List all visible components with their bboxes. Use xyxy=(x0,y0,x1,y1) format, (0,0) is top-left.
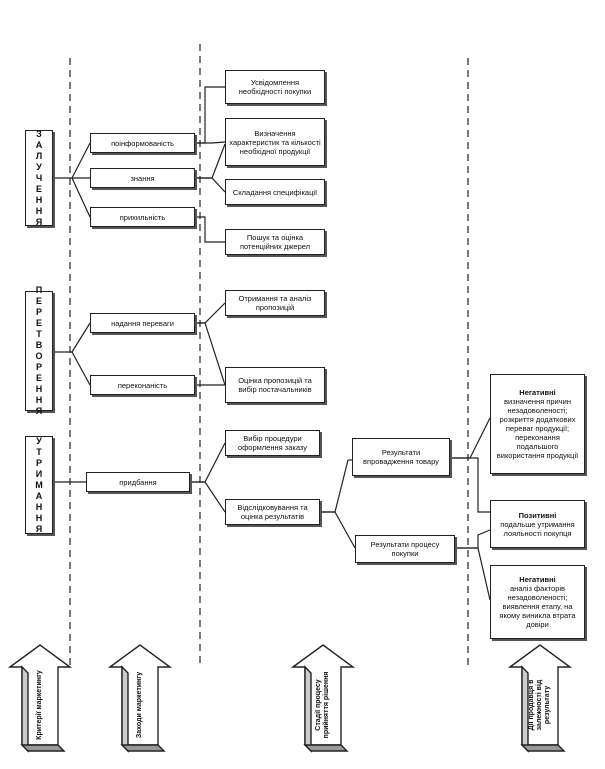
criterion-knowledge-label: знання xyxy=(130,173,155,183)
criterion-liking: прихильність xyxy=(90,207,195,227)
criterion-preference: надання переваги xyxy=(90,313,195,333)
result-process-label: Результати процесу покупки xyxy=(370,540,440,558)
outcome-negative-process: Негативні аналіз факторів незадоволеност… xyxy=(490,565,585,639)
stage-retention: УТРИМАННЯ xyxy=(25,436,53,534)
step-procedure: Вибір процедури оформлення заказу xyxy=(225,430,320,456)
criterion-purchase: придбання xyxy=(86,472,190,492)
step-specification: Складання специфікації xyxy=(225,179,325,205)
result-process: Результати процесу покупки xyxy=(355,535,455,563)
arrow-label-seller-actions: Дії продавця в залежності від результату xyxy=(523,667,557,743)
arrow-label-decision-stages: Стадії процесу прийняття рішення xyxy=(306,667,340,743)
step-evaluation: Оцінка пропозицій та вибір постачальникі… xyxy=(225,367,325,403)
step-search: Пошук та оцінка потенційних джерел xyxy=(225,229,325,255)
step-tracking-label: Відслідковування та оцінка результатів xyxy=(237,503,308,521)
step-tracking: Відслідковування та оцінка результатів xyxy=(225,499,320,525)
step-need: Усвідомлення необхідності покупки xyxy=(225,70,325,104)
outcome-negative-process-text: аналіз факторів незадоволеності; виявлен… xyxy=(499,584,576,629)
outcome-negative-product: Негативні визначення причин незадоволено… xyxy=(490,374,585,474)
stage-transformation: ПЕРЕТВОРЕННЯ xyxy=(25,285,53,416)
step-proposals: Отримання та аналіз пропозицій xyxy=(225,290,325,316)
outcome-positive: Позитивні подальше утримання лояльності … xyxy=(490,500,585,548)
arrow-label-measures-text: Заходи маркетингу xyxy=(135,671,143,739)
step-specification-label: Складання специфікації xyxy=(232,187,318,197)
criterion-awareness: поінформованість xyxy=(90,133,195,153)
arrow-label-criteria: Критерії маркетингу xyxy=(23,667,57,743)
arrow-label-decision-stages-text: Стадії процесу прийняття рішення xyxy=(314,671,330,739)
criterion-preference-label: надання переваги xyxy=(111,318,174,328)
step-evaluation-label: Оцінка пропозицій та вибір постачальникі… xyxy=(238,376,312,394)
arrow-label-seller-actions-text: Дії продавця в залежності від результату xyxy=(527,679,552,731)
criterion-knowledge: знання xyxy=(90,168,195,188)
criterion-conviction-label: переконаність xyxy=(117,380,168,390)
criterion-awareness-label: поінформованість xyxy=(111,138,174,148)
result-product: Результати впровадження товару xyxy=(352,438,450,476)
step-procedure-label: Вибір процедури оформлення заказу xyxy=(237,434,308,452)
step-need-label: Усвідомлення необхідності покупки xyxy=(238,78,312,96)
result-product-label: Результати впровадження товару xyxy=(363,448,439,466)
outcome-negative-process-title: Негативні xyxy=(519,575,556,584)
arrow-label-measures: Заходи маркетингу xyxy=(123,667,157,743)
outcome-positive-text: подальше утримання лояльності покупця xyxy=(500,519,575,538)
arrow-label-criteria-text: Критерії маркетингу xyxy=(35,670,43,740)
outcome-negative-product-text: визначення причин незадоволеності; розкр… xyxy=(496,397,579,460)
stage-transformation-label: ПЕРЕТВОРЕННЯ xyxy=(35,285,43,416)
outcome-negative-product-title: Негативні xyxy=(519,388,556,397)
step-search-label: Пошук та оцінка потенційних джерел xyxy=(239,233,311,251)
stage-retention-label: УТРИМАННЯ xyxy=(35,435,43,534)
step-specs: Визначення характеристик та кількості не… xyxy=(225,118,325,166)
criterion-conviction: переконаність xyxy=(90,375,195,395)
stage-attraction-label: ЗАЛУЧЕННЯ xyxy=(35,128,43,227)
step-proposals-label: Отримання та аналіз пропозицій xyxy=(238,294,312,312)
step-specs-label: Визначення характеристик та кількості не… xyxy=(229,128,321,156)
criterion-purchase-label: придбання xyxy=(119,477,157,487)
outcome-positive-title: Позитивні xyxy=(518,510,557,520)
stage-attraction: ЗАЛУЧЕННЯ xyxy=(25,128,53,227)
criterion-liking-label: прихильність xyxy=(119,212,166,222)
